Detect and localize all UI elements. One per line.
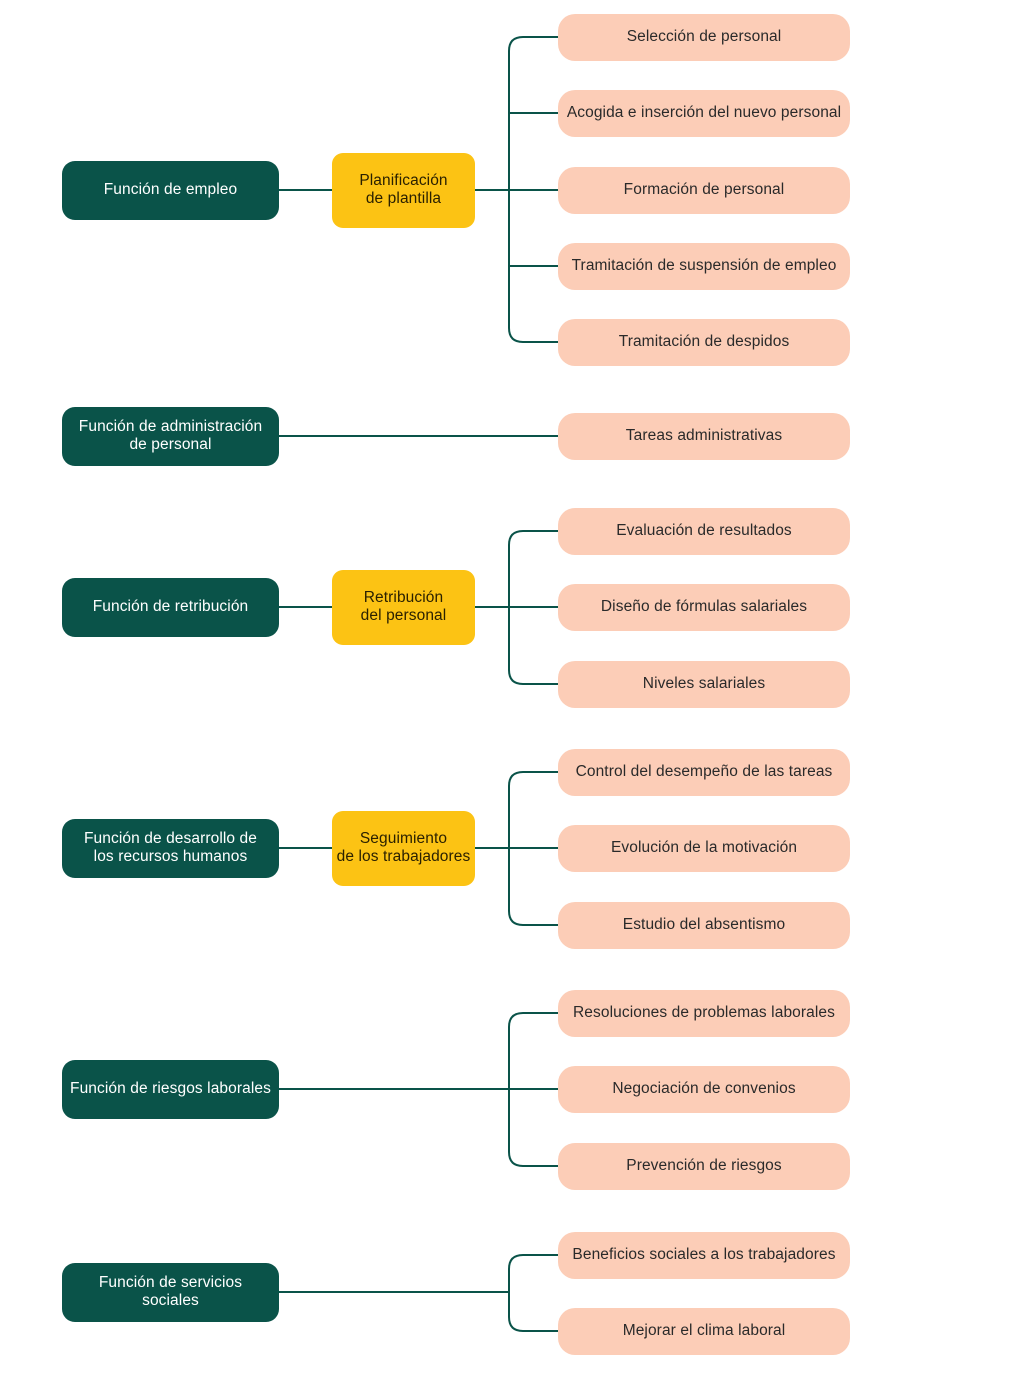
task-node: Evaluación de resultados [558, 507, 850, 555]
function-node: Función de desarrollo de los recursos hu… [62, 818, 279, 878]
task-node: Evolución de la motivación [558, 824, 850, 872]
function-node: Función de retribución [62, 577, 279, 637]
connector-trunk [508, 530, 559, 685]
function-node: Función de empleo [62, 160, 279, 220]
task-node: Negociación de convenios [558, 1065, 850, 1113]
connector-trunk [508, 771, 559, 926]
task-node: Tramitación de suspensión de empleo [558, 242, 850, 290]
task-node: Tareas administrativas [558, 412, 850, 460]
function-node: Función de servicios sociales [62, 1262, 279, 1322]
task-node: Prevención de riesgos [558, 1142, 850, 1190]
intermediate-node: Seguimiento de los trabajadores [332, 810, 475, 886]
function-node: Función de administración de personal [62, 406, 279, 466]
task-node: Acogida e inserción del nuevo personal [558, 89, 850, 137]
function-node: Función de riesgos laborales [62, 1059, 279, 1119]
task-node: Niveles salariales [558, 660, 850, 708]
intermediate-node: Planificación de plantilla [332, 152, 475, 228]
intermediate-node: Retribución del personal [332, 569, 475, 645]
task-node: Mejorar el clima laboral [558, 1307, 850, 1355]
task-node: Estudio del absentismo [558, 901, 850, 949]
task-node: Beneficios sociales a los trabajadores [558, 1231, 850, 1279]
task-node: Resoluciones de problemas laborales [558, 989, 850, 1037]
task-node: Control del desempeño de las tareas [558, 748, 850, 796]
connector-trunk [508, 36, 559, 343]
task-node: Tramitación de despidos [558, 318, 850, 366]
task-node: Formación de personal [558, 166, 850, 214]
task-node: Diseño de fórmulas salariales [558, 583, 850, 631]
task-node: Selección de personal [558, 13, 850, 61]
connector-trunk [508, 1012, 559, 1167]
connector-trunk [508, 1254, 559, 1332]
